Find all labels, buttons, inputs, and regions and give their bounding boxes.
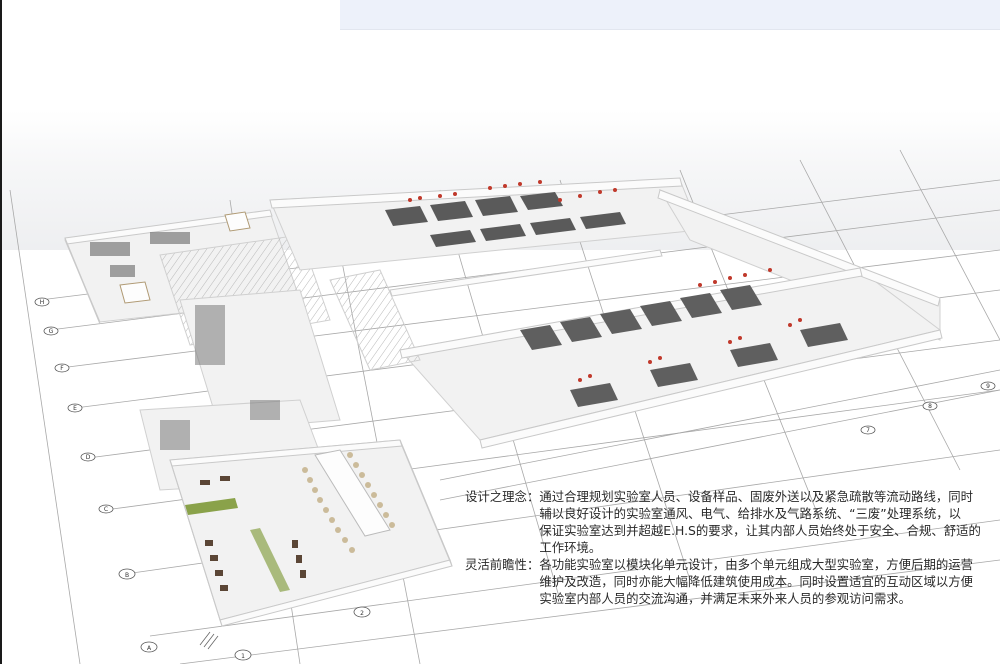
- conference-room: [119, 211, 395, 553]
- lab-benches-north: [385, 192, 626, 247]
- flexibility-line: 维护及改造，同时亦能大幅降低建筑使用成本。同时设置适宜的互动区域以方便: [539, 574, 974, 589]
- left-frame-border: [0, 0, 2, 664]
- svg-text:D: D: [86, 454, 91, 461]
- svg-text:H: H: [40, 299, 45, 306]
- svg-text:B: B: [125, 572, 129, 579]
- top-banner: [340, 0, 1000, 30]
- svg-text:7: 7: [866, 427, 870, 434]
- svg-text:9: 9: [986, 383, 990, 390]
- svg-text:E: E: [73, 405, 77, 412]
- flexibility-line: 实验室内部人员的交流沟通，并满足未来外来人员的参观访问需求。: [539, 591, 912, 606]
- svg-text:8: 8: [928, 403, 932, 410]
- design-philosophy-line: 保证实验室达到并超越E.H.S的要求，让其内部人员始终处于安全、合规、舒适的: [539, 523, 981, 538]
- design-description: 设计之理念： 通过合理规划实验室人员、设备样品、固废外送以及紧急疏散等流动路线，…: [465, 488, 1000, 607]
- design-philosophy-block: 设计之理念： 通过合理规划实验室人员、设备样品、固废外送以及紧急疏散等流动路线，…: [465, 488, 1000, 556]
- fume-hood-markers: [408, 180, 802, 382]
- design-philosophy-label: 设计之理念：: [465, 489, 540, 504]
- design-philosophy-line: 工作环境。: [539, 540, 602, 555]
- svg-text:C: C: [104, 506, 108, 513]
- design-philosophy-line: 辅以良好设计的实验室通风、电气、给排水及气路系统、“三废”处理系统，以: [539, 506, 962, 521]
- flexibility-block: 灵活前瞻性： 各功能实验室以模块化单元设计，由多个单元组成大型实验室，方便后期的…: [465, 556, 1000, 607]
- svg-text:1: 1: [241, 653, 245, 660]
- flexibility-label: 灵活前瞻性：: [465, 557, 540, 572]
- lab-benches-south: [520, 285, 848, 407]
- office-desks: [90, 232, 280, 450]
- break-rooms: [185, 476, 306, 592]
- svg-text:A: A: [147, 645, 152, 652]
- svg-text:F: F: [60, 365, 64, 372]
- svg-text:2: 2: [360, 610, 364, 617]
- design-philosophy-line: 通过合理规划实验室人员、设备样品、固废外送以及紧急疏散等流动路线，同时: [539, 489, 974, 504]
- flexibility-line: 各功能实验室以模块化单元设计，由多个单元组成大型实验室，方便后期的运营: [539, 557, 974, 572]
- svg-text:G: G: [49, 328, 54, 335]
- grid-bubbles: [34, 297, 996, 661]
